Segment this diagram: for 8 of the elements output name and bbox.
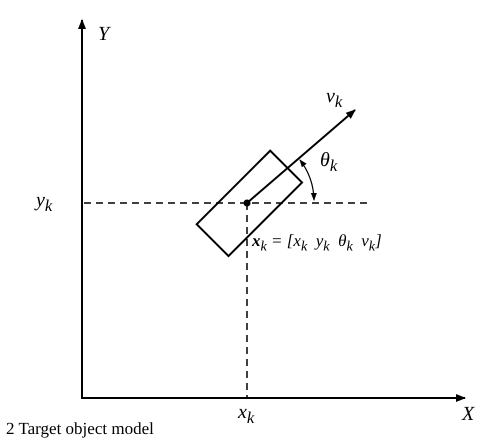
axis-label: X (462, 404, 474, 424)
coordinate-label: x$_{k}$ (238, 402, 254, 427)
figure-caption: 2 Target object model (6, 420, 154, 437)
angle-label: θ$_{k}$ (320, 150, 338, 175)
velocity-label: v$_{k}$ (326, 86, 342, 111)
state-vector-formula: x$_{k}$ = [x$_{k}$ y$_{k}$ θ$_{k}$ v$_{k}$] (252, 232, 382, 254)
coordinate-label: y$_{k}$ (36, 190, 52, 215)
axis-label: Y (98, 24, 110, 44)
